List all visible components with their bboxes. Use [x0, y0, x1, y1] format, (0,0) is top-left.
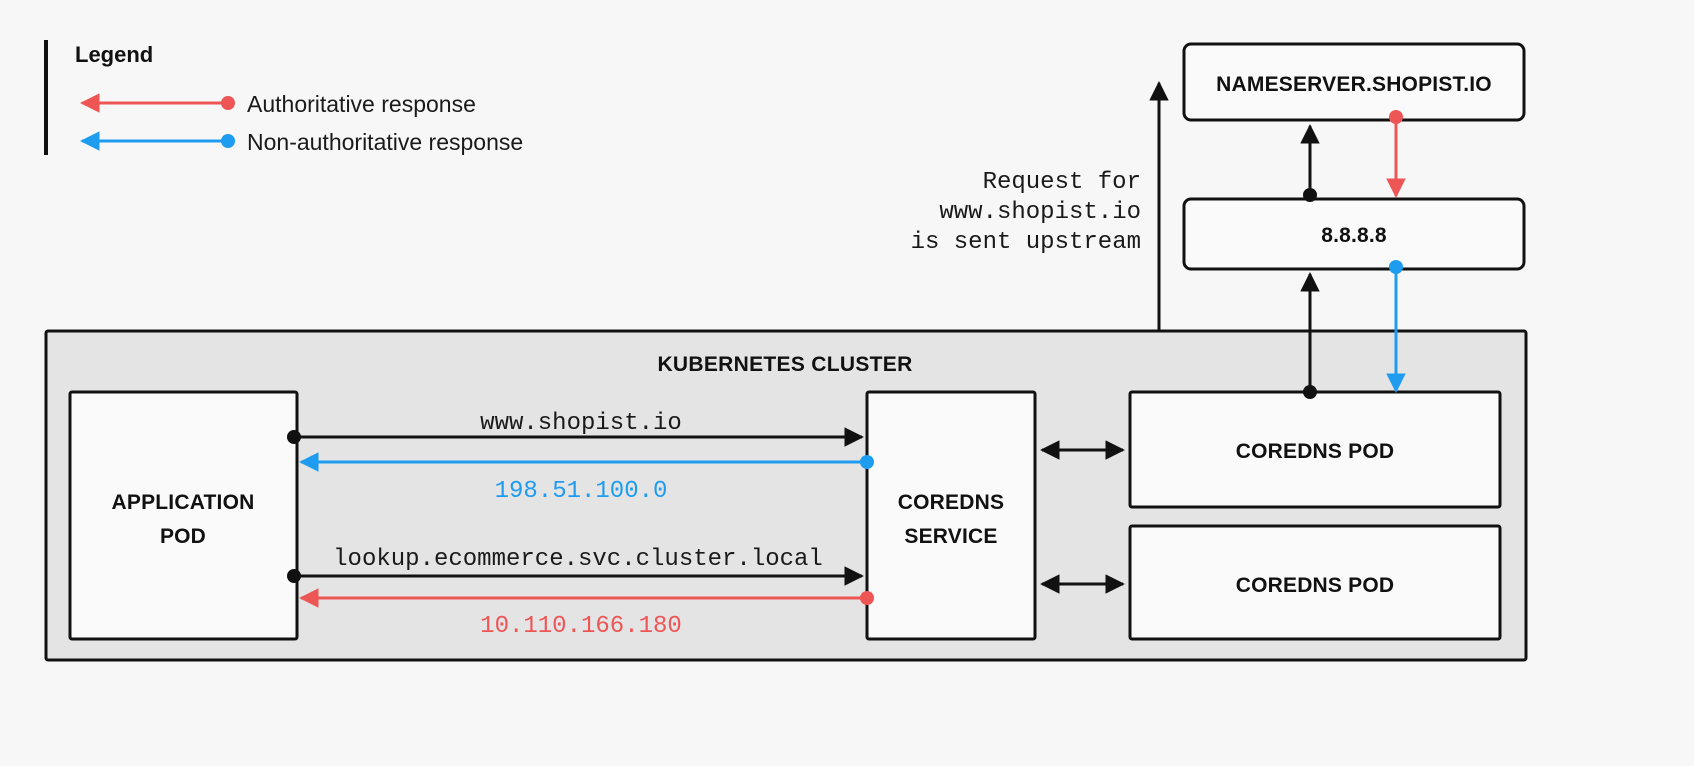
- legend-item-authoritative: Authoritative response: [80, 91, 476, 117]
- upstream-annotation: Request for www.shopist.io is sent upstr…: [911, 169, 1141, 256]
- annotation-line-3: is sent upstream: [911, 229, 1141, 256]
- nameserver-label: NAMESERVER.SHOPIST.IO: [1216, 73, 1492, 96]
- coredns-service-node[interactable]: COREDNS SERVICE: [865, 390, 1037, 641]
- coredns-pod-2-label: COREDNS POD: [1236, 574, 1395, 597]
- nameserver-box[interactable]: [1182, 42, 1526, 122]
- coredns-service-box[interactable]: [865, 390, 1037, 641]
- legend-non-authoritative-dot: [221, 134, 235, 148]
- coredns-service-label-line-2: SERVICE: [904, 525, 997, 548]
- query-external-label: www.shopist.io: [480, 410, 682, 437]
- edge-pod-to-resolver: [1300, 272, 1320, 399]
- edge-query-internal: lookup.ecommerce.svc.cluster.local: [287, 546, 864, 586]
- annotation-line-1: Request for: [983, 169, 1141, 196]
- legend-item-label: Non-authoritative response: [247, 129, 523, 155]
- query-internal-label: lookup.ecommerce.svc.cluster.local: [333, 546, 823, 573]
- upstream-resolver-label: 8.8.8.8: [1321, 224, 1387, 247]
- edge-nameserver-authoritative-response: [1386, 110, 1406, 198]
- upstream-resolver-node[interactable]: 8.8.8.8: [1182, 197, 1526, 271]
- upstream-resolver-box[interactable]: [1182, 197, 1526, 271]
- coredns-pod-1-node[interactable]: COREDNS POD: [1128, 390, 1502, 509]
- coredns-pod-2-box[interactable]: [1128, 524, 1502, 641]
- response-external-label: 198.51.100.0: [495, 478, 668, 505]
- coredns-service-label-line-1: COREDNS: [898, 491, 1004, 514]
- application-pod-label-line-2: POD: [160, 525, 206, 548]
- legend: Legend Authoritative response Non-author…: [44, 40, 523, 155]
- edge-resolver-to-nameserver: [1300, 124, 1320, 202]
- application-pod-label-line-1: APPLICATION: [112, 491, 255, 514]
- edge-response-internal: 10.110.166.180: [299, 588, 874, 640]
- annotation-line-2: www.shopist.io: [939, 199, 1141, 226]
- edge-resolver-non-authoritative-response: [1386, 260, 1406, 393]
- coredns-pod-2-node[interactable]: COREDNS POD: [1128, 524, 1502, 641]
- legend-title: Legend: [75, 42, 153, 67]
- coredns-pod-1-label: COREDNS POD: [1236, 440, 1395, 463]
- nameserver-node[interactable]: NAMESERVER.SHOPIST.IO: [1182, 42, 1526, 122]
- legend-authoritative-dot: [221, 96, 235, 110]
- legend-item-label: Authoritative response: [247, 91, 476, 117]
- edge-query-external: www.shopist.io: [287, 410, 864, 447]
- response-internal-label: 10.110.166.180: [480, 613, 682, 640]
- application-pod-node[interactable]: APPLICATION POD: [68, 390, 299, 641]
- cluster-title: KUBERNETES CLUSTER: [657, 353, 912, 376]
- edge-response-external: 198.51.100.0: [299, 452, 874, 505]
- legend-item-non-authoritative: Non-authoritative response: [80, 129, 523, 155]
- application-pod-box[interactable]: [68, 390, 299, 641]
